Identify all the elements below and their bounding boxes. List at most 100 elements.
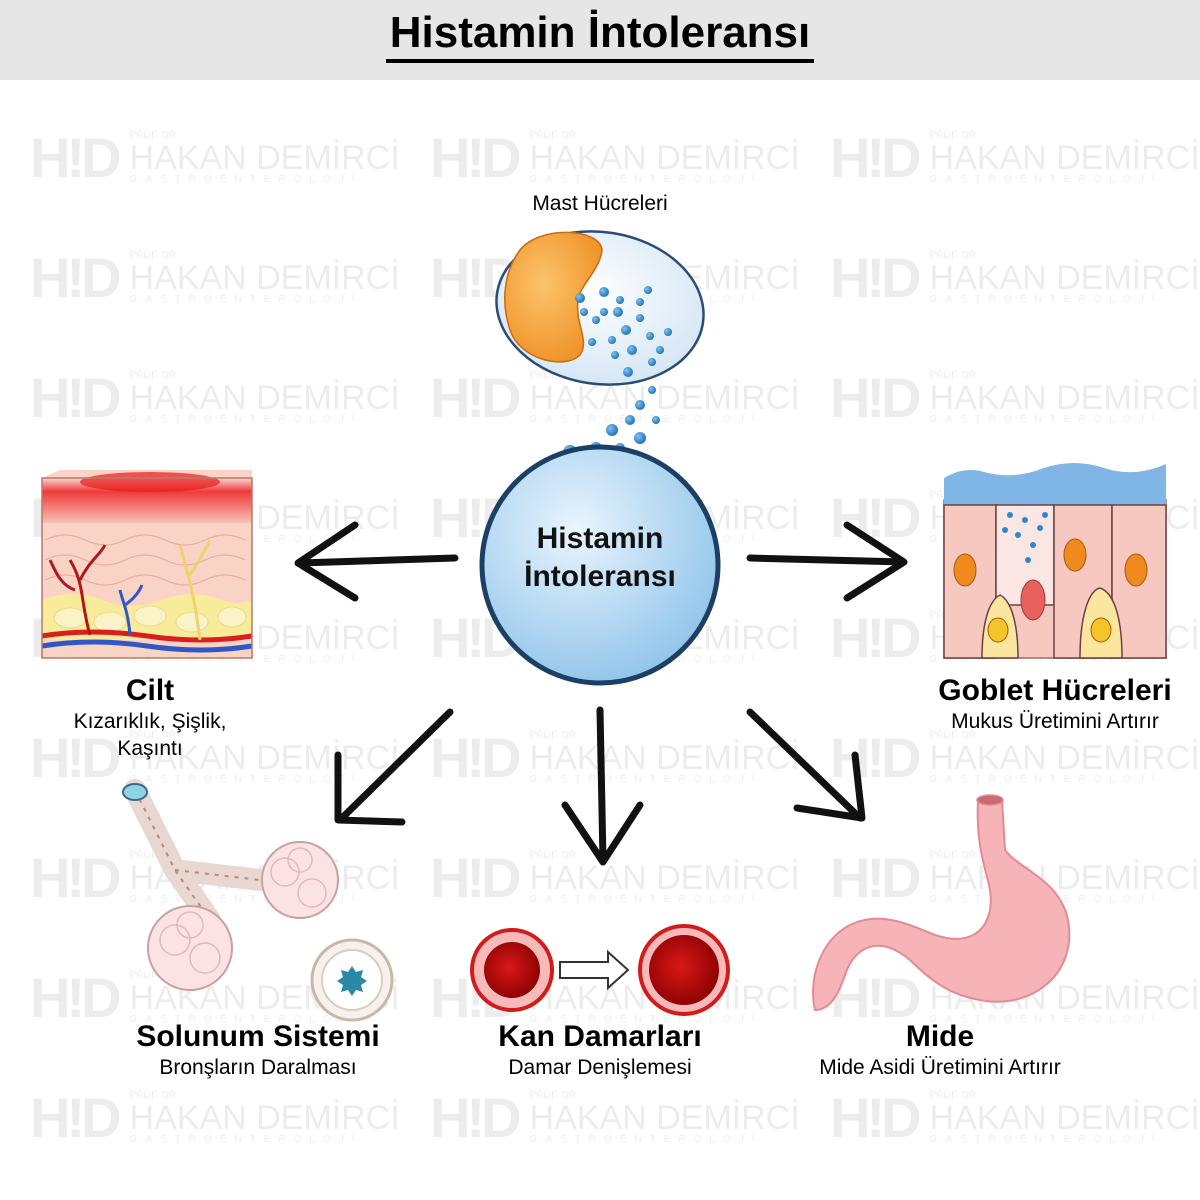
granule bbox=[1042, 512, 1048, 518]
skin-title: Cilt bbox=[125, 674, 175, 707]
granule bbox=[580, 308, 588, 316]
watermark-line3: GASTROENTEROLOJİ bbox=[529, 893, 763, 905]
watermark-line3: GASTROENTEROLOJİ bbox=[529, 773, 763, 785]
skin-sub-line1: Kızarıklık, Şişlik, bbox=[73, 710, 227, 733]
granule bbox=[1002, 527, 1008, 533]
watermark-line3: GASTROENTEROLOJİ bbox=[929, 293, 1163, 305]
watermark-line1: PROF. DR bbox=[529, 1089, 577, 1101]
mast-cell-illustration bbox=[495, 230, 705, 386]
watermark-line3: GASTROENTEROLOJİ bbox=[129, 173, 363, 185]
watermark-mark: H!D bbox=[830, 366, 922, 429]
watermark-line2: HAKAN DEMİRCİ bbox=[529, 738, 800, 777]
header-bar bbox=[0, 0, 1200, 80]
watermark-mark: H!D bbox=[830, 126, 922, 189]
watermark-line2: HAKAN DEMİRCİ bbox=[529, 858, 800, 897]
goblet-title: Goblet Hücreleri bbox=[938, 674, 1172, 707]
watermark-line3: GASTROENTEROLOJİ bbox=[129, 293, 363, 305]
watermark-line3: GASTROENTEROLOJİ bbox=[929, 1013, 1163, 1025]
watermark-line2: HAKAN DEMİRCİ bbox=[529, 1098, 800, 1137]
watermark-line3: GASTROENTEROLOJİ bbox=[529, 1013, 763, 1025]
granule bbox=[608, 336, 616, 344]
watermark-line1: PROF. DR bbox=[129, 729, 177, 741]
watermark-line3: GASTROENTEROLOJİ bbox=[929, 413, 1163, 425]
granule bbox=[635, 400, 645, 410]
watermark-line1: PROF. DR bbox=[929, 369, 977, 381]
granule bbox=[1007, 512, 1013, 518]
center-label: Histamin İntoleransı bbox=[480, 520, 720, 596]
blood-vessels-illustration bbox=[470, 924, 730, 1016]
goblet-sub: Mukus Üretimini Artırır bbox=[951, 710, 1159, 733]
blood-vessels-title: Kan Damarları bbox=[498, 1020, 702, 1053]
mast-granules bbox=[575, 286, 672, 377]
watermark-line3: GASTROENTEROLOJİ bbox=[129, 893, 363, 905]
watermark-line1: PROF. DR bbox=[529, 129, 577, 141]
skin-label-group: Cilt Kızarıklık, Şişlik, Kaşıntı bbox=[30, 674, 270, 762]
respiratory-label-group: Solunum Sistemi Bronşların Daralması bbox=[108, 1020, 408, 1081]
page-title-text: Histamin İntoleransı bbox=[385, 8, 815, 63]
granule bbox=[623, 367, 633, 377]
center-label-line2: İntoleransı bbox=[524, 560, 676, 593]
granule bbox=[646, 332, 654, 340]
watermark-line3: GASTROENTEROLOJİ bbox=[129, 1013, 363, 1025]
watermark-mark: H!D bbox=[30, 726, 122, 789]
arrow-to-goblet-cells bbox=[746, 521, 908, 602]
blood-vessels-sub: Damar Denişlemesi bbox=[508, 1056, 692, 1079]
watermark-mark: H!D bbox=[30, 966, 122, 1029]
granule bbox=[621, 325, 631, 335]
watermark-line1: PROF. DR bbox=[129, 369, 177, 381]
watermark-line2: HAKAN DEMİRCİ bbox=[529, 378, 800, 417]
granule bbox=[1015, 532, 1021, 538]
arrow-to-respiratory bbox=[334, 708, 454, 826]
granule bbox=[588, 338, 596, 346]
granule bbox=[636, 314, 644, 322]
watermark-line1: PROF. DR bbox=[929, 729, 977, 741]
watermark-line1: PROF. DR bbox=[129, 1089, 177, 1101]
granule bbox=[664, 328, 672, 336]
watermark-line1: PROF. DR bbox=[129, 129, 177, 141]
granule bbox=[611, 351, 619, 359]
watermark-line2: HAKAN DEMİRCİ bbox=[129, 258, 400, 297]
watermark-line1: PROF. DR bbox=[929, 1089, 977, 1101]
granule bbox=[600, 308, 608, 316]
stomach-illustration bbox=[812, 794, 1071, 1012]
granule bbox=[1025, 557, 1031, 563]
granule bbox=[625, 415, 635, 425]
stomach-title: Mide bbox=[905, 1020, 975, 1053]
arrow-to-stomach bbox=[746, 708, 866, 822]
watermark-mark: H!D bbox=[830, 1086, 922, 1149]
watermark-line3: GASTROENTEROLOJİ bbox=[129, 773, 363, 785]
watermark-line3: GASTROENTEROLOJİ bbox=[529, 1133, 763, 1145]
watermark-line2: HAKAN DEMİRCİ bbox=[529, 138, 800, 177]
stomach-sub: Mide Asidi Üretimini Artırır bbox=[819, 1056, 1061, 1079]
stomach-label-group: Mide Mide Asidi Üretimini Artırır bbox=[780, 1020, 1100, 1081]
watermark-mark: H!D bbox=[430, 1086, 522, 1149]
granule bbox=[613, 307, 623, 317]
watermark-mark: H!D bbox=[830, 846, 922, 909]
watermark-mark: H!D bbox=[830, 246, 922, 309]
watermark-line1: PROF. DR bbox=[529, 849, 577, 861]
watermark-line2: HAKAN DEMİRCİ bbox=[129, 378, 400, 417]
watermark-line2: HAKAN DEMİRCİ bbox=[929, 378, 1200, 417]
watermark-mark: H!D bbox=[830, 606, 922, 669]
watermark-line2: HAKAN DEMİRCİ bbox=[929, 858, 1200, 897]
blood-vessels-label-group: Kan Damarları Damar Denişlemesi bbox=[460, 1020, 740, 1081]
watermark-mark: H!D bbox=[430, 846, 522, 909]
watermark-line3: GASTROENTEROLOJİ bbox=[529, 413, 763, 425]
